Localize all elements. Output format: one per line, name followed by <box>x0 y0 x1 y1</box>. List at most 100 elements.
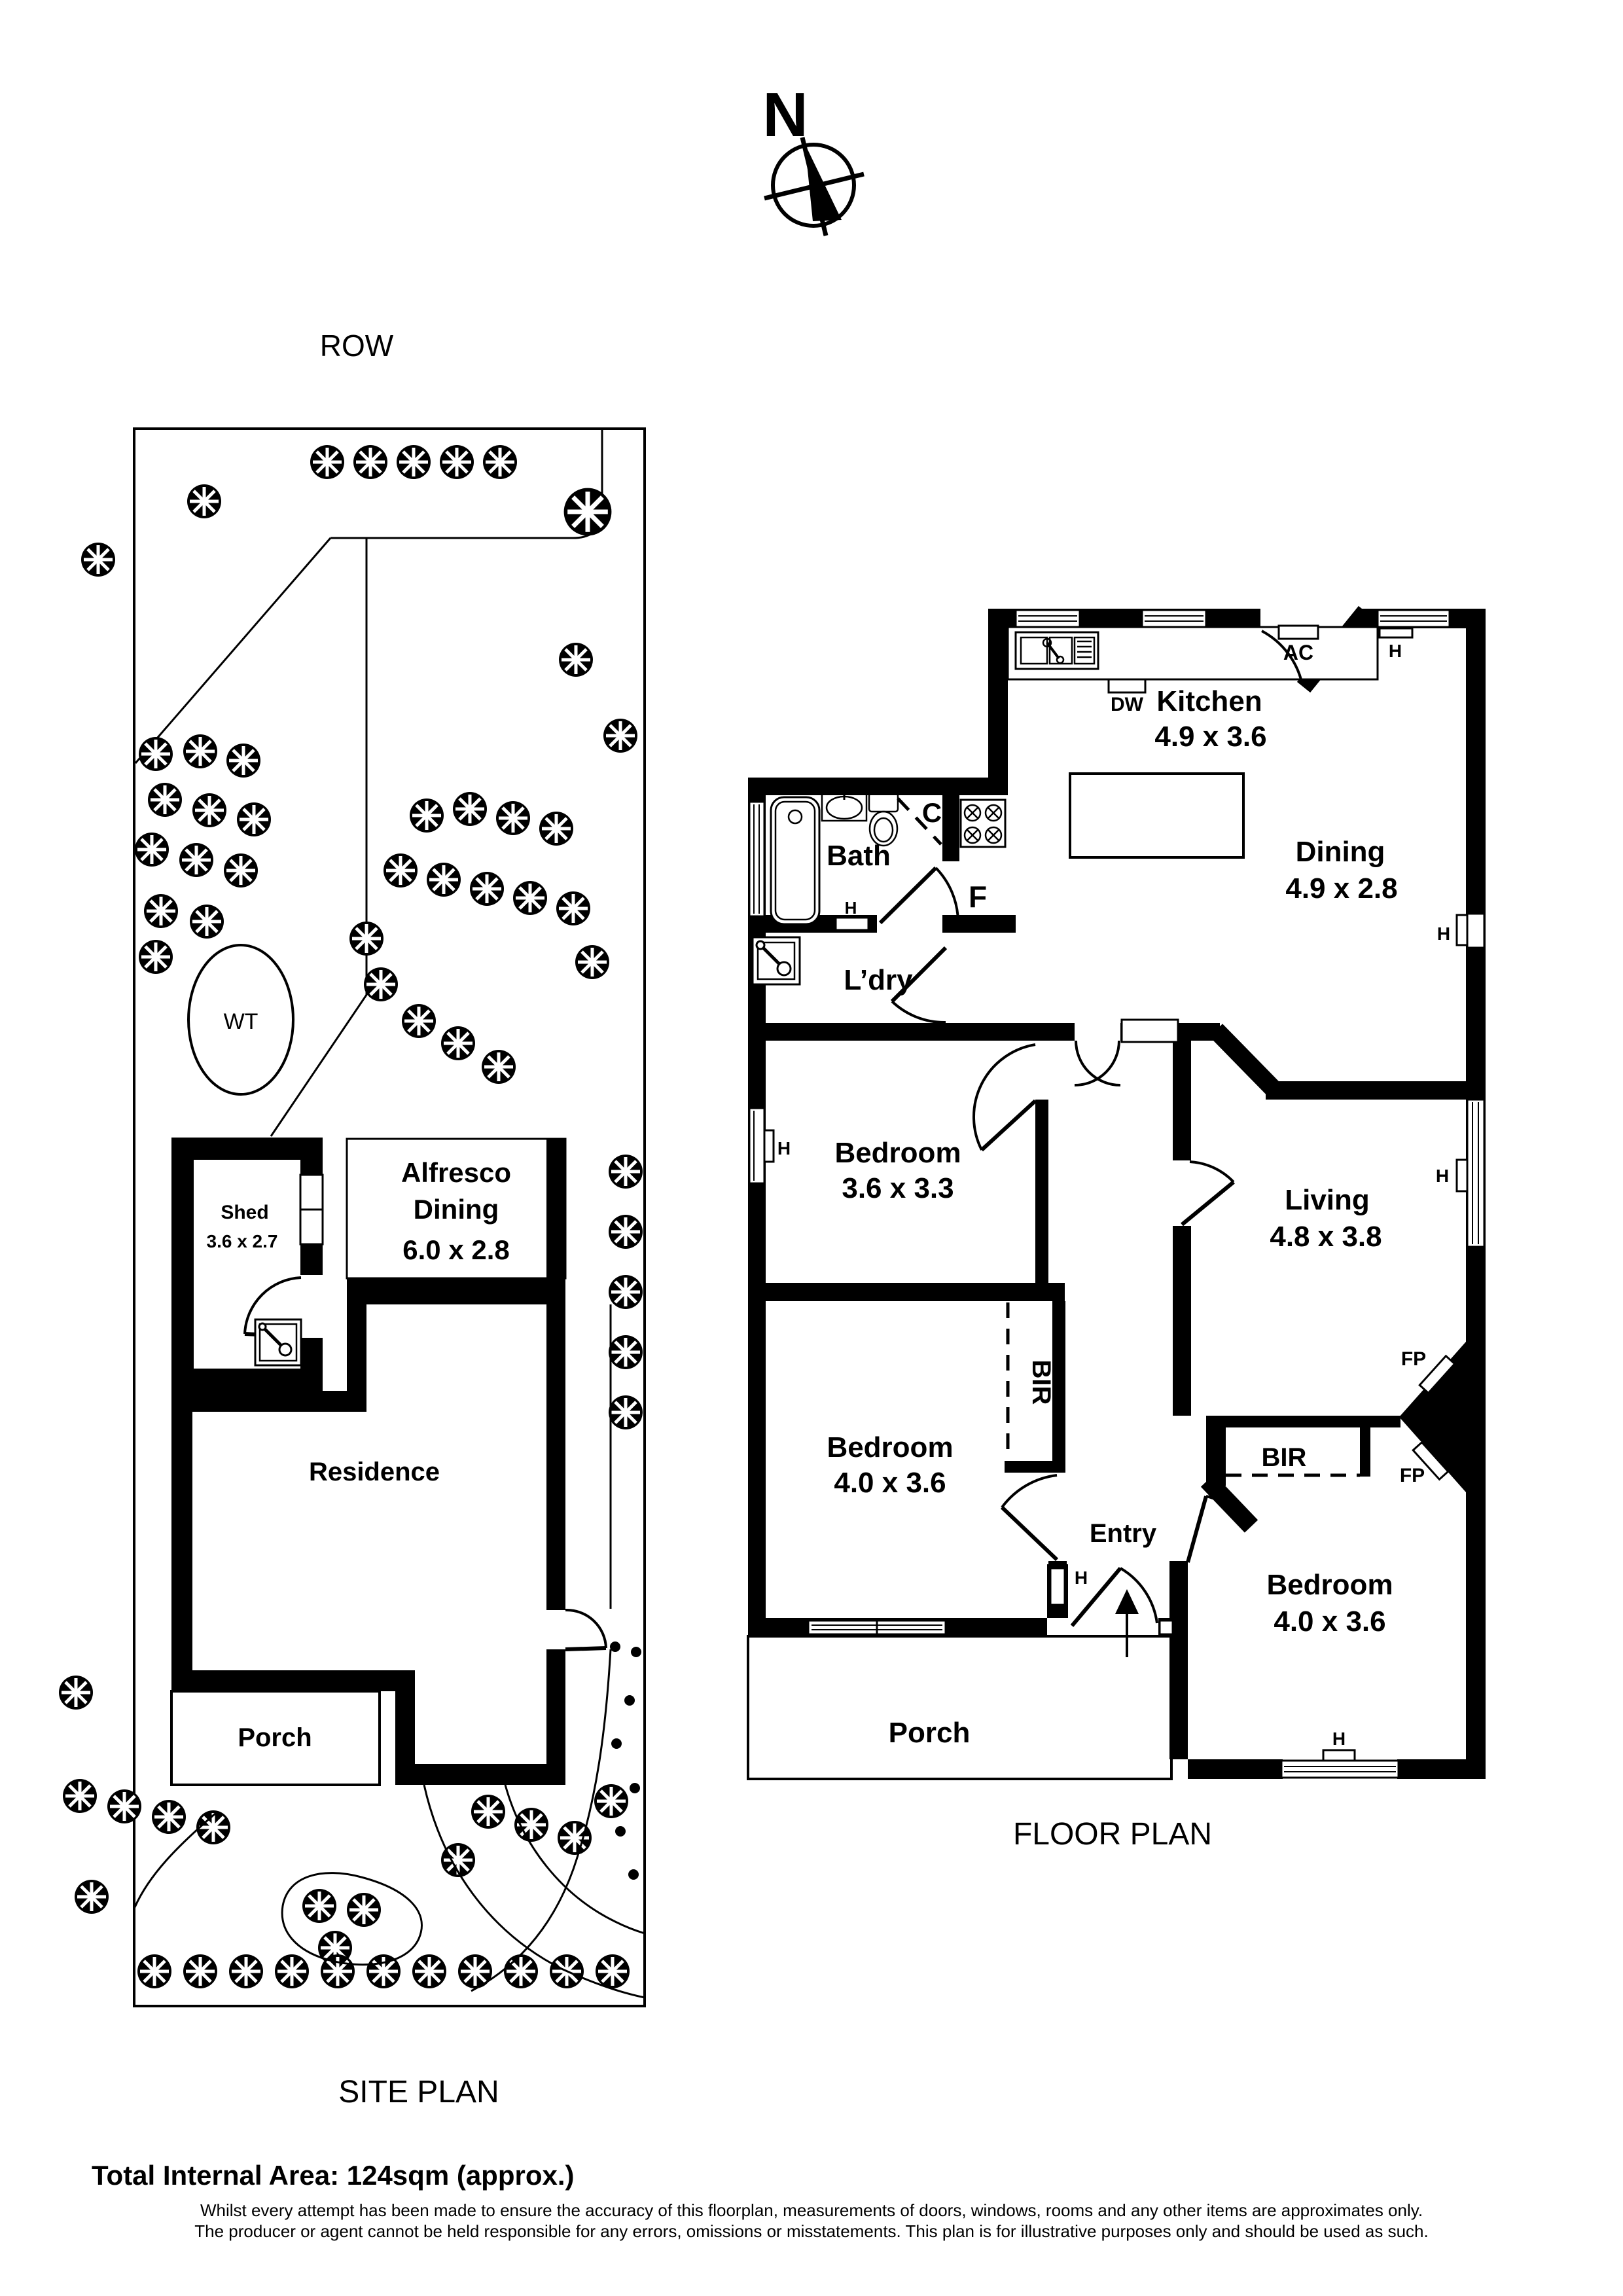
tree-icon <box>226 744 260 778</box>
ac-label: AC <box>1283 641 1313 664</box>
tree-icon <box>609 1215 643 1249</box>
tree-icon <box>564 488 612 536</box>
tree-icon <box>183 1954 217 1988</box>
garden-paths <box>134 1304 645 1999</box>
window <box>834 916 870 931</box>
hall-doorway <box>1120 1018 1179 1043</box>
bedroom2-door <box>1000 1505 1059 1562</box>
window <box>1455 912 1486 949</box>
window <box>1014 609 1081 628</box>
window-marker: H <box>845 898 857 918</box>
tree-icon <box>609 1395 643 1429</box>
window-marker: H <box>1389 641 1402 661</box>
window <box>1280 1749 1400 1779</box>
window <box>1141 609 1207 628</box>
fireplace-corner <box>1399 1342 1466 1492</box>
tree-icon <box>139 940 173 974</box>
bedroom2-dims: 4.0 x 3.6 <box>834 1467 946 1499</box>
tree-icon <box>410 798 444 833</box>
shed: Shed 3.6 x 2.7 <box>171 1138 324 1391</box>
cupboard-dashed <box>897 797 942 846</box>
lot-boundary <box>133 427 646 2007</box>
robes <box>897 797 1360 1477</box>
tree-icon <box>59 1676 93 1710</box>
basin-icon <box>821 792 868 822</box>
bir2-label: BIR <box>1027 1360 1056 1405</box>
window <box>748 800 766 918</box>
tree-icon <box>427 863 461 897</box>
boundary-diagonal <box>134 537 332 764</box>
row-label: ROW <box>320 329 394 363</box>
dishwasher-icon <box>1107 678 1147 694</box>
entry-arrow-icon <box>1115 1589 1139 1657</box>
floor-plan: Kitchen 4.9 x 3.6 Dining 4.9 x 2.8 Bath … <box>747 605 1486 1852</box>
laundry-door <box>890 946 948 1003</box>
bir3-label: BIR <box>1262 1443 1307 1472</box>
ac-unit-icon <box>1277 624 1319 640</box>
bath-door <box>878 866 938 925</box>
living-dims: 4.8 x 3.8 <box>1270 1221 1382 1253</box>
tree-icon <box>539 812 573 846</box>
bedroom1-label: Bedroom <box>834 1137 961 1169</box>
tree-icon <box>275 1954 309 1988</box>
stove-icon <box>959 798 1007 848</box>
tree-icon <box>609 1275 643 1309</box>
tree-icon <box>496 801 530 835</box>
door-arc <box>1074 1040 1120 1086</box>
tree-icon <box>603 719 637 753</box>
door-arc <box>1001 1474 1058 1509</box>
tree-icon <box>302 1889 336 1923</box>
door-arc <box>1075 1040 1121 1086</box>
disclaimer-line-1: Whilst every attempt has been made to en… <box>200 2200 1423 2220</box>
tree-icon <box>458 1954 492 1988</box>
tree-icon <box>556 891 590 925</box>
tree-icon <box>440 445 474 479</box>
windows <box>748 609 1486 1779</box>
tree-icon <box>183 734 217 768</box>
compass-needle <box>805 144 842 221</box>
door-arc <box>972 1043 1036 1151</box>
tree-icon <box>412 1954 446 1988</box>
stepping-stones-icon <box>610 1641 641 1880</box>
water-tank-icon: WT <box>187 944 294 1096</box>
tree-icon <box>179 843 213 877</box>
tree-icon <box>504 1954 538 1988</box>
doors <box>878 630 1304 1627</box>
entry-label: Entry <box>1090 1519 1157 1548</box>
dishwasher-label: DW <box>1111 694 1144 715</box>
window-marker: H <box>777 1138 791 1158</box>
alfresco-dims: 6.0 x 2.8 <box>402 1234 509 1265</box>
sink-icon <box>1014 631 1099 670</box>
compass-icon: N <box>762 80 865 236</box>
alfresco: Alfresco Dining 6.0 x 2.8 <box>346 1138 567 1304</box>
door-arc <box>565 1608 607 1649</box>
door-arc <box>891 1000 946 1024</box>
dining-label: Dining <box>1296 836 1385 868</box>
tree-icon <box>482 1050 516 1084</box>
bedroom1-door <box>980 1099 1037 1152</box>
shed-dims: 3.6 x 2.7 <box>207 1231 278 1251</box>
tree-icon <box>148 783 182 817</box>
site-plan: ROW <box>59 329 646 2109</box>
bedroom3-dims: 4.0 x 3.6 <box>1274 1605 1385 1638</box>
door-arc <box>243 1276 302 1335</box>
door-arc <box>1119 1567 1158 1624</box>
dining-dims: 4.9 x 2.8 <box>1285 872 1397 905</box>
fp-label: FP <box>1400 1465 1425 1486</box>
living-door <box>1181 1180 1235 1227</box>
window-marker: H <box>1437 924 1450 944</box>
tree-icon <box>152 1800 186 1834</box>
floor-plan-title: FLOOR PLAN <box>1013 1817 1212 1852</box>
door-arc <box>935 867 959 922</box>
site-porch-label: Porch <box>238 1723 312 1752</box>
tree-icon <box>453 792 487 826</box>
tree-icon <box>187 484 221 518</box>
bedroom3-label: Bedroom <box>1266 1569 1393 1601</box>
kitchen-label: Kitchen <box>1156 685 1262 717</box>
tree-icon <box>594 1784 628 1818</box>
porch-label: Porch <box>889 1717 971 1749</box>
fireplace-icon <box>1412 1354 1456 1481</box>
tree-icon <box>513 881 547 915</box>
window <box>1376 609 1451 639</box>
